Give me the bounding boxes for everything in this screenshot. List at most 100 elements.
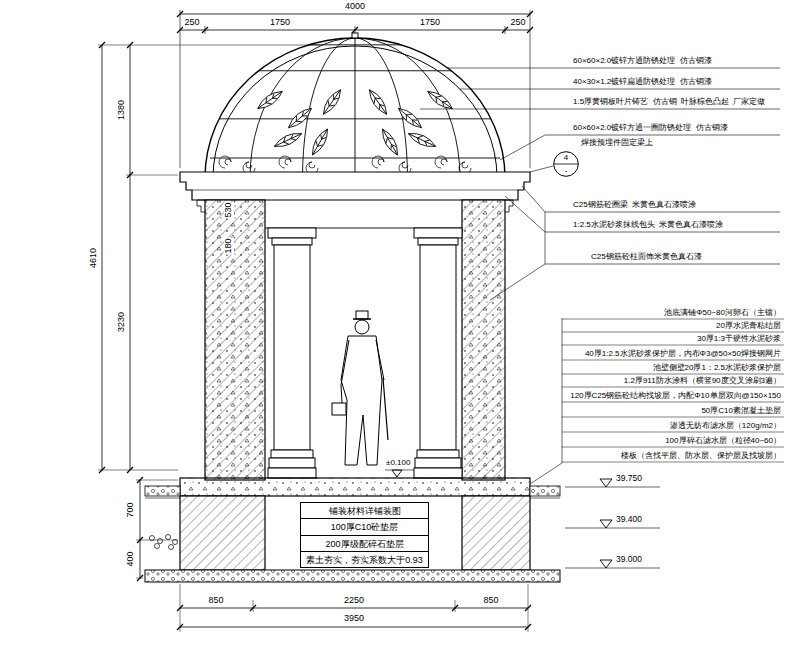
layer-table-cell: 200厚级配碎石垫层 <box>300 536 429 552</box>
leader-line <box>562 345 784 346</box>
leader-line <box>448 68 780 69</box>
pebble <box>169 545 174 550</box>
leader-line <box>562 374 784 375</box>
ring-beam-cornice <box>180 172 530 200</box>
dimension-line <box>140 480 141 578</box>
extension-line <box>455 600 456 612</box>
layer-note: 1.2厚911防水涂料（横竖90度交叉涂刷3遍） <box>623 377 782 386</box>
node-text: 素土夯实，夯实系数大于0.93 <box>305 555 424 565</box>
human-hat <box>356 311 368 319</box>
dimension-line <box>102 45 103 470</box>
detail-callout-circle: 4- <box>553 151 579 177</box>
column-capital-neck <box>418 238 458 245</box>
dimension-value: 1750 <box>269 18 291 28</box>
gravel-bed-layer <box>145 570 560 582</box>
brass-leaf <box>425 88 455 113</box>
brass-leaf <box>366 87 391 117</box>
dimension-value: 700 <box>126 501 136 518</box>
pool-layer-line <box>145 498 180 499</box>
dimension-value: 250 <box>183 18 200 28</box>
extension-line <box>205 26 206 34</box>
human-hat-brim <box>353 318 371 320</box>
leader-line <box>562 447 784 448</box>
leader-line <box>545 212 546 264</box>
leader-line <box>460 89 780 90</box>
human-arm <box>376 340 384 380</box>
column-capital-neck <box>272 238 312 245</box>
elevation-triangle <box>600 479 612 487</box>
leader-line <box>562 360 784 361</box>
brass-leaf <box>273 130 304 151</box>
column-plinth <box>414 468 462 478</box>
leader-line <box>562 332 784 333</box>
extension-line <box>528 584 529 632</box>
column-shaft <box>274 245 310 450</box>
leader-line <box>562 319 784 320</box>
material-note: 1.5厚黄铜板叶片铸艺 仿古铜 叶脉棕色凸起 厂家定做 <box>572 98 766 107</box>
column-capital <box>414 228 462 238</box>
briefcase <box>332 403 346 415</box>
material-note: 1:2.5水泥砂浆抹线包头 米黄色真石漆喷涂 <box>572 221 724 230</box>
column-base <box>269 458 315 468</box>
leader-line <box>490 264 780 300</box>
pool-pebble-layer <box>145 486 180 496</box>
scroll-ornament <box>372 156 384 168</box>
elevation-triangle <box>600 560 612 568</box>
leader-line <box>562 402 784 403</box>
dimension-value: 850 <box>482 596 499 606</box>
node-text: 4 <box>564 152 568 164</box>
scroll-ornament <box>219 156 231 168</box>
scroll-ornament <box>435 156 447 168</box>
dimension-line <box>180 14 530 15</box>
layer-note: 池壁侧壁20厚1：2.5水泥砂浆保护层 <box>652 364 782 373</box>
dome-finial <box>352 33 358 38</box>
dome-ring <box>259 70 452 71</box>
dome-rib <box>303 38 408 178</box>
scroll-ornament <box>279 156 291 168</box>
layer-note: 渗透无纺布滤水层（120g/m2） <box>669 422 782 431</box>
brass-leaf <box>379 127 402 157</box>
left-wall-section <box>205 200 265 480</box>
layer-note: 100厚碎石滤水层（粒径40~60） <box>664 437 782 446</box>
dome-rib <box>250 38 460 178</box>
left-wall-concrete <box>205 200 265 480</box>
elevation-line <box>565 487 660 488</box>
leader-line <box>522 186 780 212</box>
brass-leaf <box>286 105 315 131</box>
layer-note: 池底满铺Φ50~80河卵石（主镶） <box>663 309 782 318</box>
extension-line <box>180 584 181 632</box>
layer-note: 20厚水泥膏粘结层 <box>715 322 782 331</box>
dimension-tick <box>352 27 358 33</box>
node-text: 100厚C10砼垫层 <box>305 522 424 532</box>
material-note: 60×60×2.0镀锌方通防锈处理 仿古铜漆 <box>572 57 713 66</box>
layer-note: 50厚C10素混凝土垫层 <box>700 407 782 416</box>
right-wall-concrete <box>462 200 505 480</box>
elevation-triangle <box>600 520 612 528</box>
extension-line <box>126 175 178 176</box>
extension-line <box>180 10 181 168</box>
leader-line <box>500 135 780 160</box>
elevation-value: ±0.100 <box>385 459 411 468</box>
elevation-line <box>385 470 414 471</box>
leader-line <box>562 417 784 418</box>
dome-ring <box>210 158 500 159</box>
leader-line <box>562 387 784 388</box>
layer-note: 40厚1:2.5水泥砂浆保护层，内布Φ3@50×50焊接钢网片 <box>584 350 782 359</box>
column-base-torus <box>271 450 313 458</box>
brass-leaf <box>320 87 345 117</box>
human-figure <box>341 336 382 465</box>
material-note: 焊接预埋件固定梁上 <box>580 139 654 148</box>
right-wall-section <box>462 200 505 480</box>
layer-table-cell: 铺装材料详铺装图 <box>300 502 429 519</box>
extension-line <box>98 470 178 471</box>
dome-ring <box>309 44 402 45</box>
dimension-line <box>180 608 528 609</box>
extension-line <box>136 578 143 579</box>
leader-line <box>562 432 784 433</box>
leader-line <box>530 166 553 172</box>
pool-pebble-layer <box>530 486 560 496</box>
leader-line <box>420 109 780 110</box>
elevation-line <box>565 568 660 569</box>
material-note: 60×60×2.0镀锌方通一圈防锈处理 仿古铜漆 <box>572 124 729 133</box>
column-capital <box>268 228 316 238</box>
